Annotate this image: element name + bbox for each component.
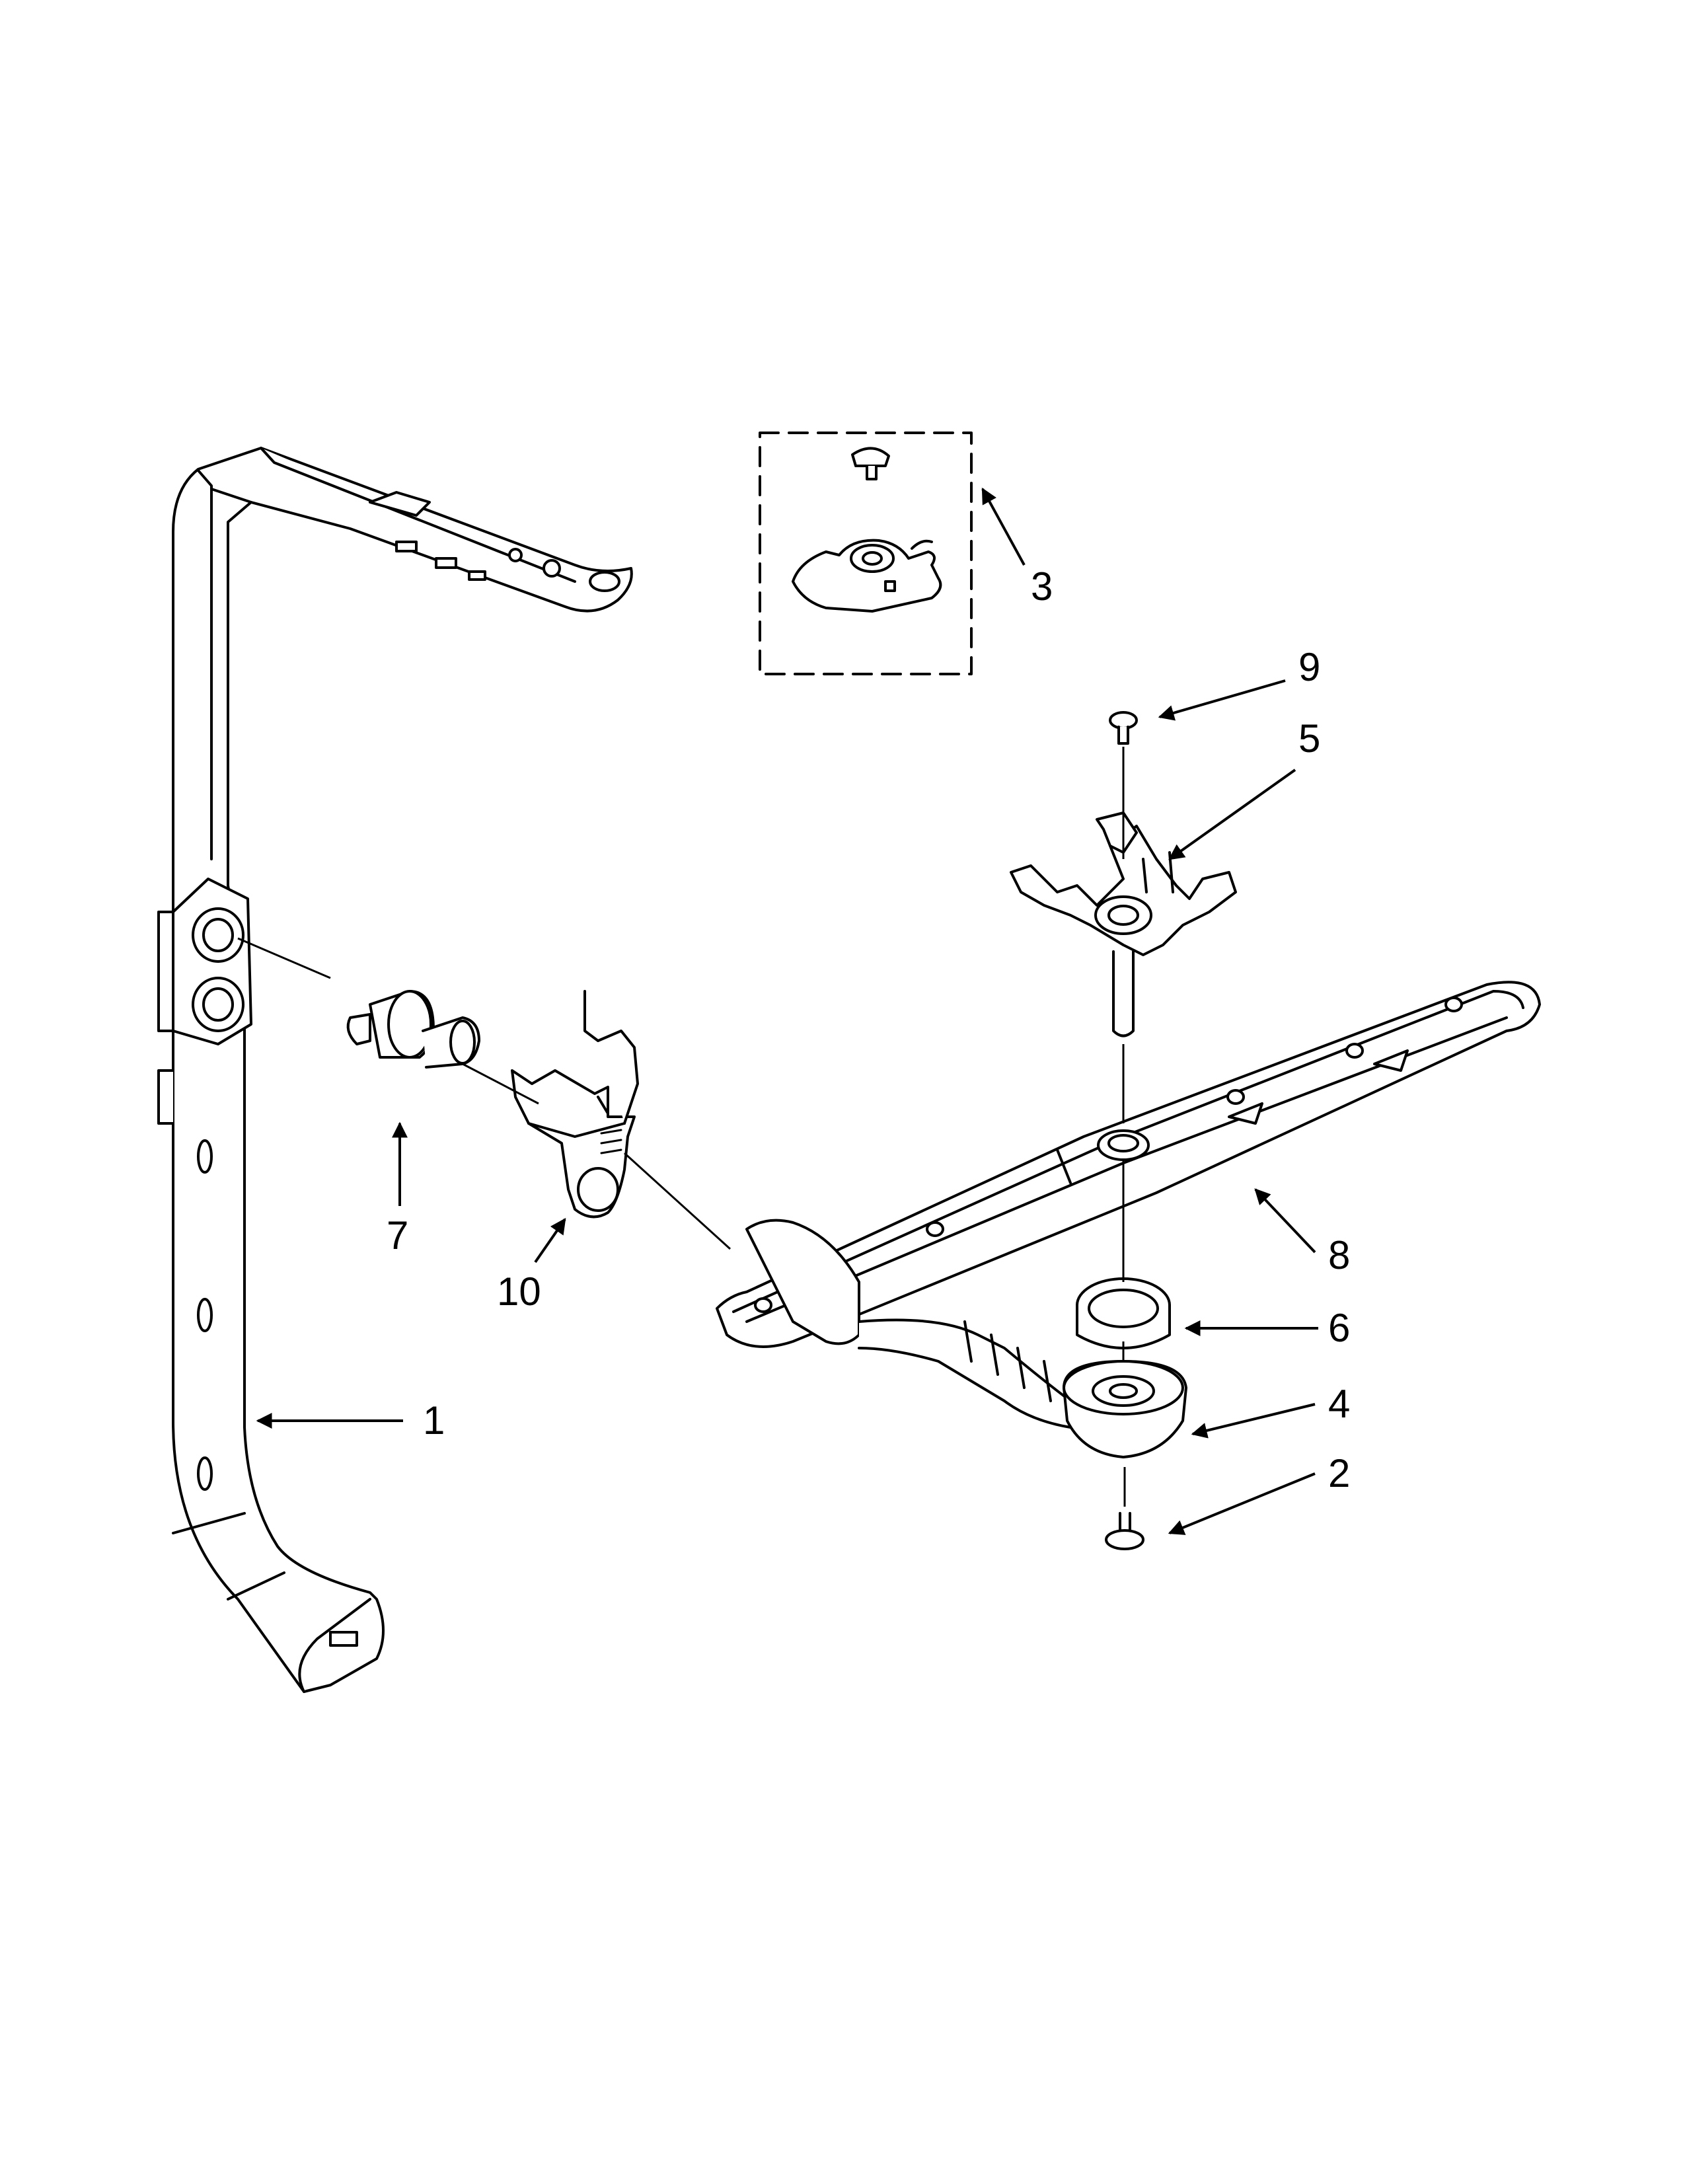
upper-nozzle-part <box>759 432 973 675</box>
assembly-lines <box>237 747 1126 1507</box>
callout-4: 4 <box>1328 1382 1350 1426</box>
hub-part <box>1063 1360 1187 1458</box>
spray-arm-part <box>716 981 1541 1429</box>
callout-5: 5 <box>1298 716 1320 761</box>
callout-9: 9 <box>1298 645 1320 689</box>
callout-1: 1 <box>423 1398 445 1443</box>
connector-part <box>346 990 480 1069</box>
leader-2 <box>1168 1472 1316 1535</box>
leader-4 <box>1191 1403 1316 1439</box>
leader-3 <box>981 487 1026 566</box>
callout-labels: 1 2 3 4 5 6 7 8 9 10 <box>387 564 1350 1495</box>
leader-10 <box>534 1218 566 1263</box>
callout-7: 7 <box>387 1213 408 1258</box>
callout-3: 3 <box>1031 564 1053 609</box>
ring-part <box>1076 1277 1171 1349</box>
callout-6: 6 <box>1328 1306 1350 1350</box>
supply-tube-part <box>157 447 633 1693</box>
callout-2: 2 <box>1328 1451 1350 1495</box>
leader-9 <box>1158 679 1286 721</box>
screw-top-part <box>1109 711 1138 745</box>
screw-bottom-part <box>1105 1512 1144 1550</box>
callout-8: 8 <box>1328 1233 1350 1277</box>
leader-lines <box>256 487 1318 1535</box>
callout-10: 10 <box>497 1269 541 1314</box>
bracket-part <box>511 990 639 1219</box>
arm-mount-part <box>1010 811 1237 1037</box>
leader-8 <box>1254 1188 1316 1254</box>
leader-5 <box>1168 769 1296 860</box>
